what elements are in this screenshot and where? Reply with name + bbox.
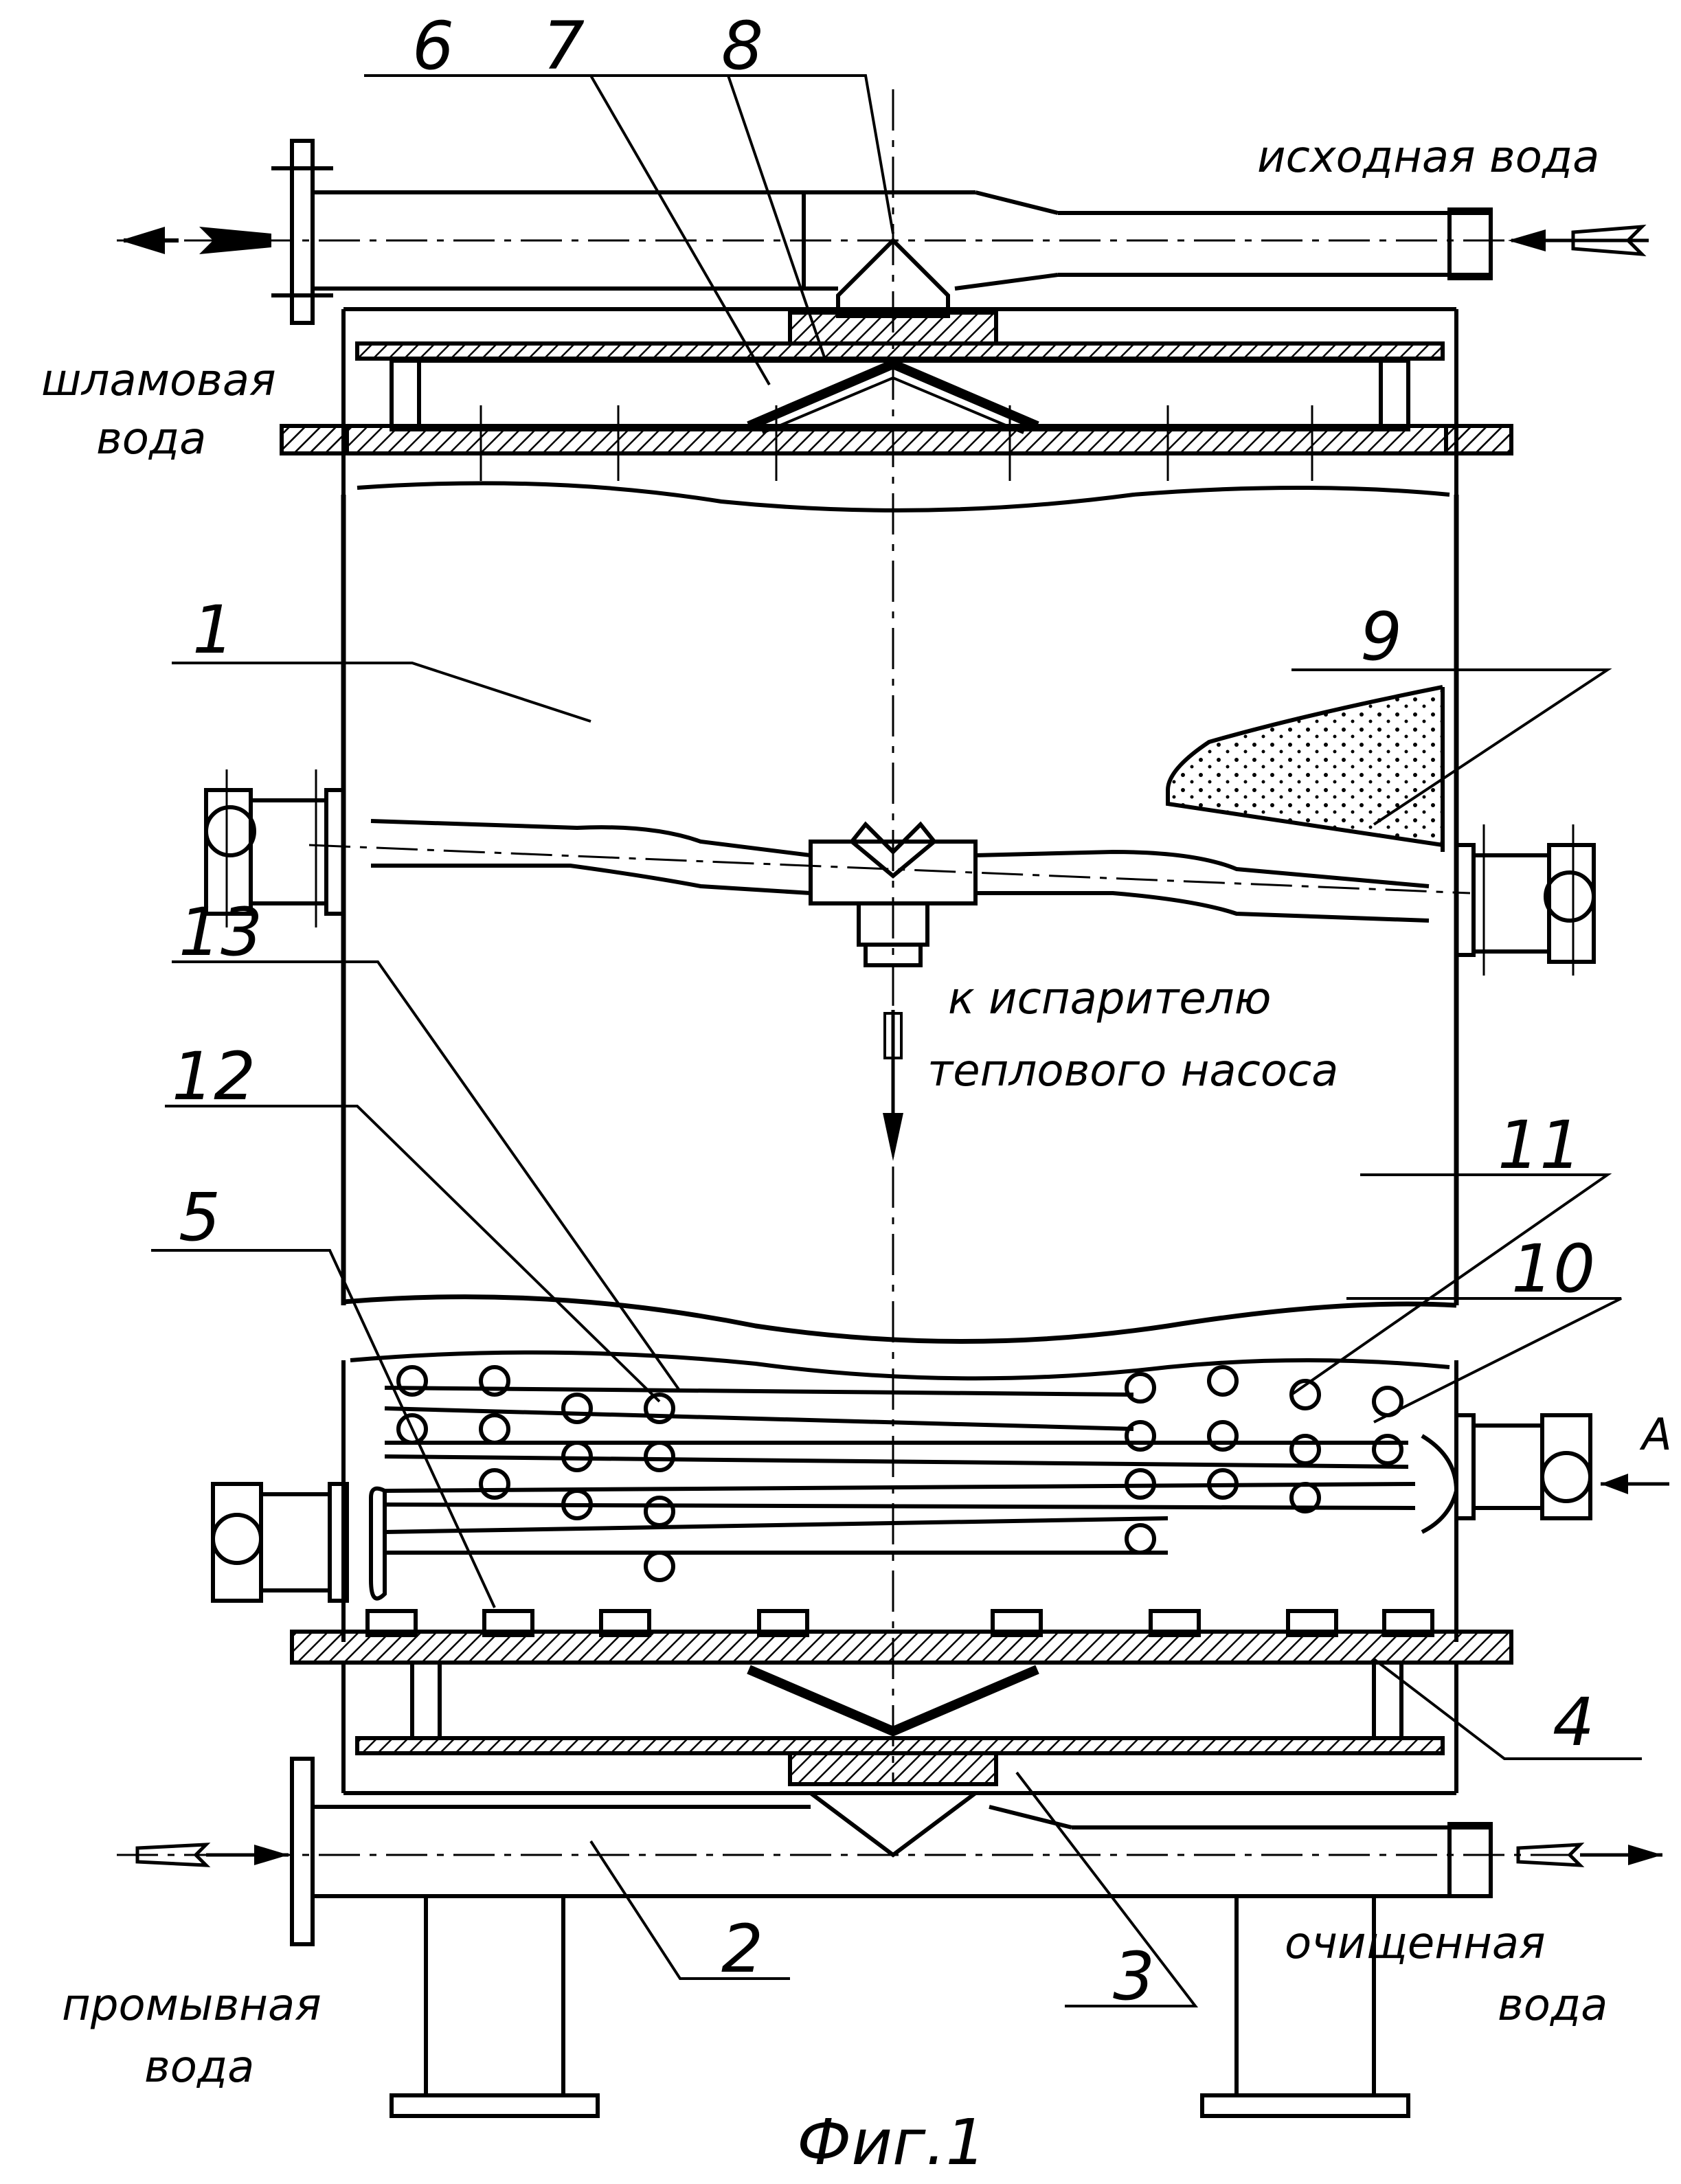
label-to-evaporator-1: к испарителю: [948, 973, 1272, 1024]
callout-4: 4: [1553, 1684, 1594, 1761]
callout-10: 10: [1511, 1230, 1595, 1307]
filter-media-cutaway: [1168, 687, 1443, 852]
callout-11: 11: [1498, 1107, 1581, 1184]
label-clean-water-2: вода: [1498, 1980, 1607, 2031]
figure-caption: Фиг.1: [797, 2106, 986, 2179]
lower-tube-bundle: [213, 1353, 1590, 1642]
label-flush-water-1: промывная: [62, 1980, 321, 2031]
callout-9: 9: [1360, 598, 1402, 675]
callout-3: 3: [1113, 1938, 1155, 2015]
callout-1: 1: [192, 592, 234, 668]
evaporator-arrow: [883, 1010, 903, 1161]
callout-13: 13: [179, 894, 262, 971]
label-sludge-water-2: вода: [96, 414, 206, 464]
callout-7: 7: [543, 8, 585, 85]
lower-head: [292, 1611, 1511, 1793]
label-sludge-water-1: шламовая: [41, 355, 276, 406]
callout-12: 12: [172, 1038, 256, 1115]
rivets: [398, 1367, 1401, 1580]
callout-6: 6: [412, 8, 454, 85]
callout-8: 8: [721, 8, 763, 85]
label-source-water: исходная вода: [1257, 132, 1599, 183]
upper-plate: [357, 344, 1443, 359]
view-a-arrow: [1601, 1474, 1669, 1494]
label-view-a: А: [1639, 1410, 1672, 1461]
callout-5: 5: [179, 1179, 221, 1256]
label-clean-water-1: очищенная: [1285, 1918, 1546, 1969]
label-flush-water-2: вода: [144, 2042, 254, 2093]
label-to-evaporator-2: теплового насоса: [927, 1046, 1338, 1096]
upper-head: [282, 309, 1511, 510]
callout-2: 2: [721, 1911, 763, 1988]
